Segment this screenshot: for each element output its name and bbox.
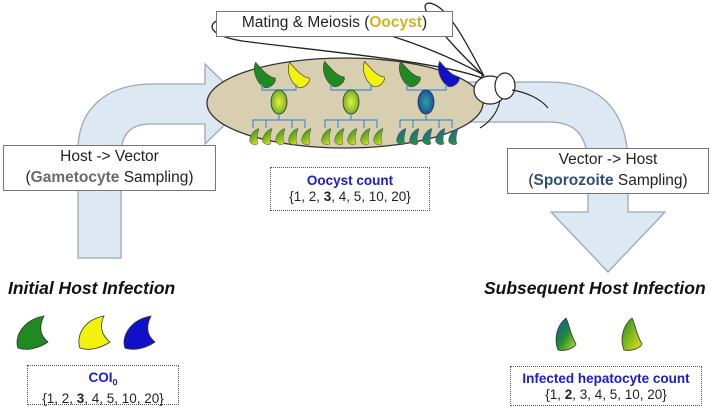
subsequent-host-infection-title: Subsequent Host Infection (484, 278, 706, 298)
subsequent-parasite-mixed-blue (555, 317, 577, 351)
mating-meiosis-label: Mating & Meiosis (Oocyst) (216, 11, 453, 37)
oocyst-brackets (252, 114, 453, 128)
subsequent-parasite-mixed-yellow (621, 317, 643, 351)
hepatocyte-count-box: Infected hepatocyte count {1, 2, 3, 4, 5… (510, 366, 702, 406)
vector-to-host-label: Vector -> Host (Sporozoite Sampling) (507, 148, 709, 194)
initial-parasite-blue (123, 315, 156, 350)
oocyst-count-header: Oocyst count (306, 173, 394, 188)
oocyst-highlight: Oocyst (369, 14, 422, 31)
vector-to-host-arrow (461, 81, 667, 273)
host-to-vector-arrow (77, 62, 247, 259)
sporozoite-highlight: Sporozoite (533, 172, 614, 189)
initial-parasites (16, 315, 156, 350)
hepatocyte-count-values: {1, 2, 3, 4, 5, 10, 20} (545, 387, 667, 402)
oocyst-count-box: Oocyst count {1, 2, 3, 4, 5, 10, 20} (270, 167, 430, 211)
initial-host-infection-title: Initial Host Infection (8, 278, 176, 298)
mosquito-wing-right (424, 2, 485, 77)
initial-parasite-yellow (78, 315, 111, 350)
oocyst-count-values: {1, 2, 3, 4, 5, 10, 20} (289, 189, 411, 204)
mosquito-head-icon (473, 72, 549, 129)
oocyst-2 (342, 89, 360, 115)
subsequent-parasites (555, 317, 643, 351)
hepatocyte-count-header: Infected hepatocyte count (522, 371, 690, 386)
initial-parasite-green (16, 315, 49, 350)
oocyst-3 (417, 89, 435, 115)
coi-header: COI0 (88, 370, 118, 388)
gametocyte-highlight: Gametocyte (30, 169, 120, 186)
coi-box: COI0 {1, 2, 3, 4, 5, 10, 20} (27, 365, 179, 406)
oocyst-1 (270, 89, 288, 115)
host-to-vector-label: Host -> Vector (Gametocyte Sampling) (3, 145, 216, 191)
coi-values: {1, 2, 3, 4, 5, 10, 20} (42, 390, 164, 406)
